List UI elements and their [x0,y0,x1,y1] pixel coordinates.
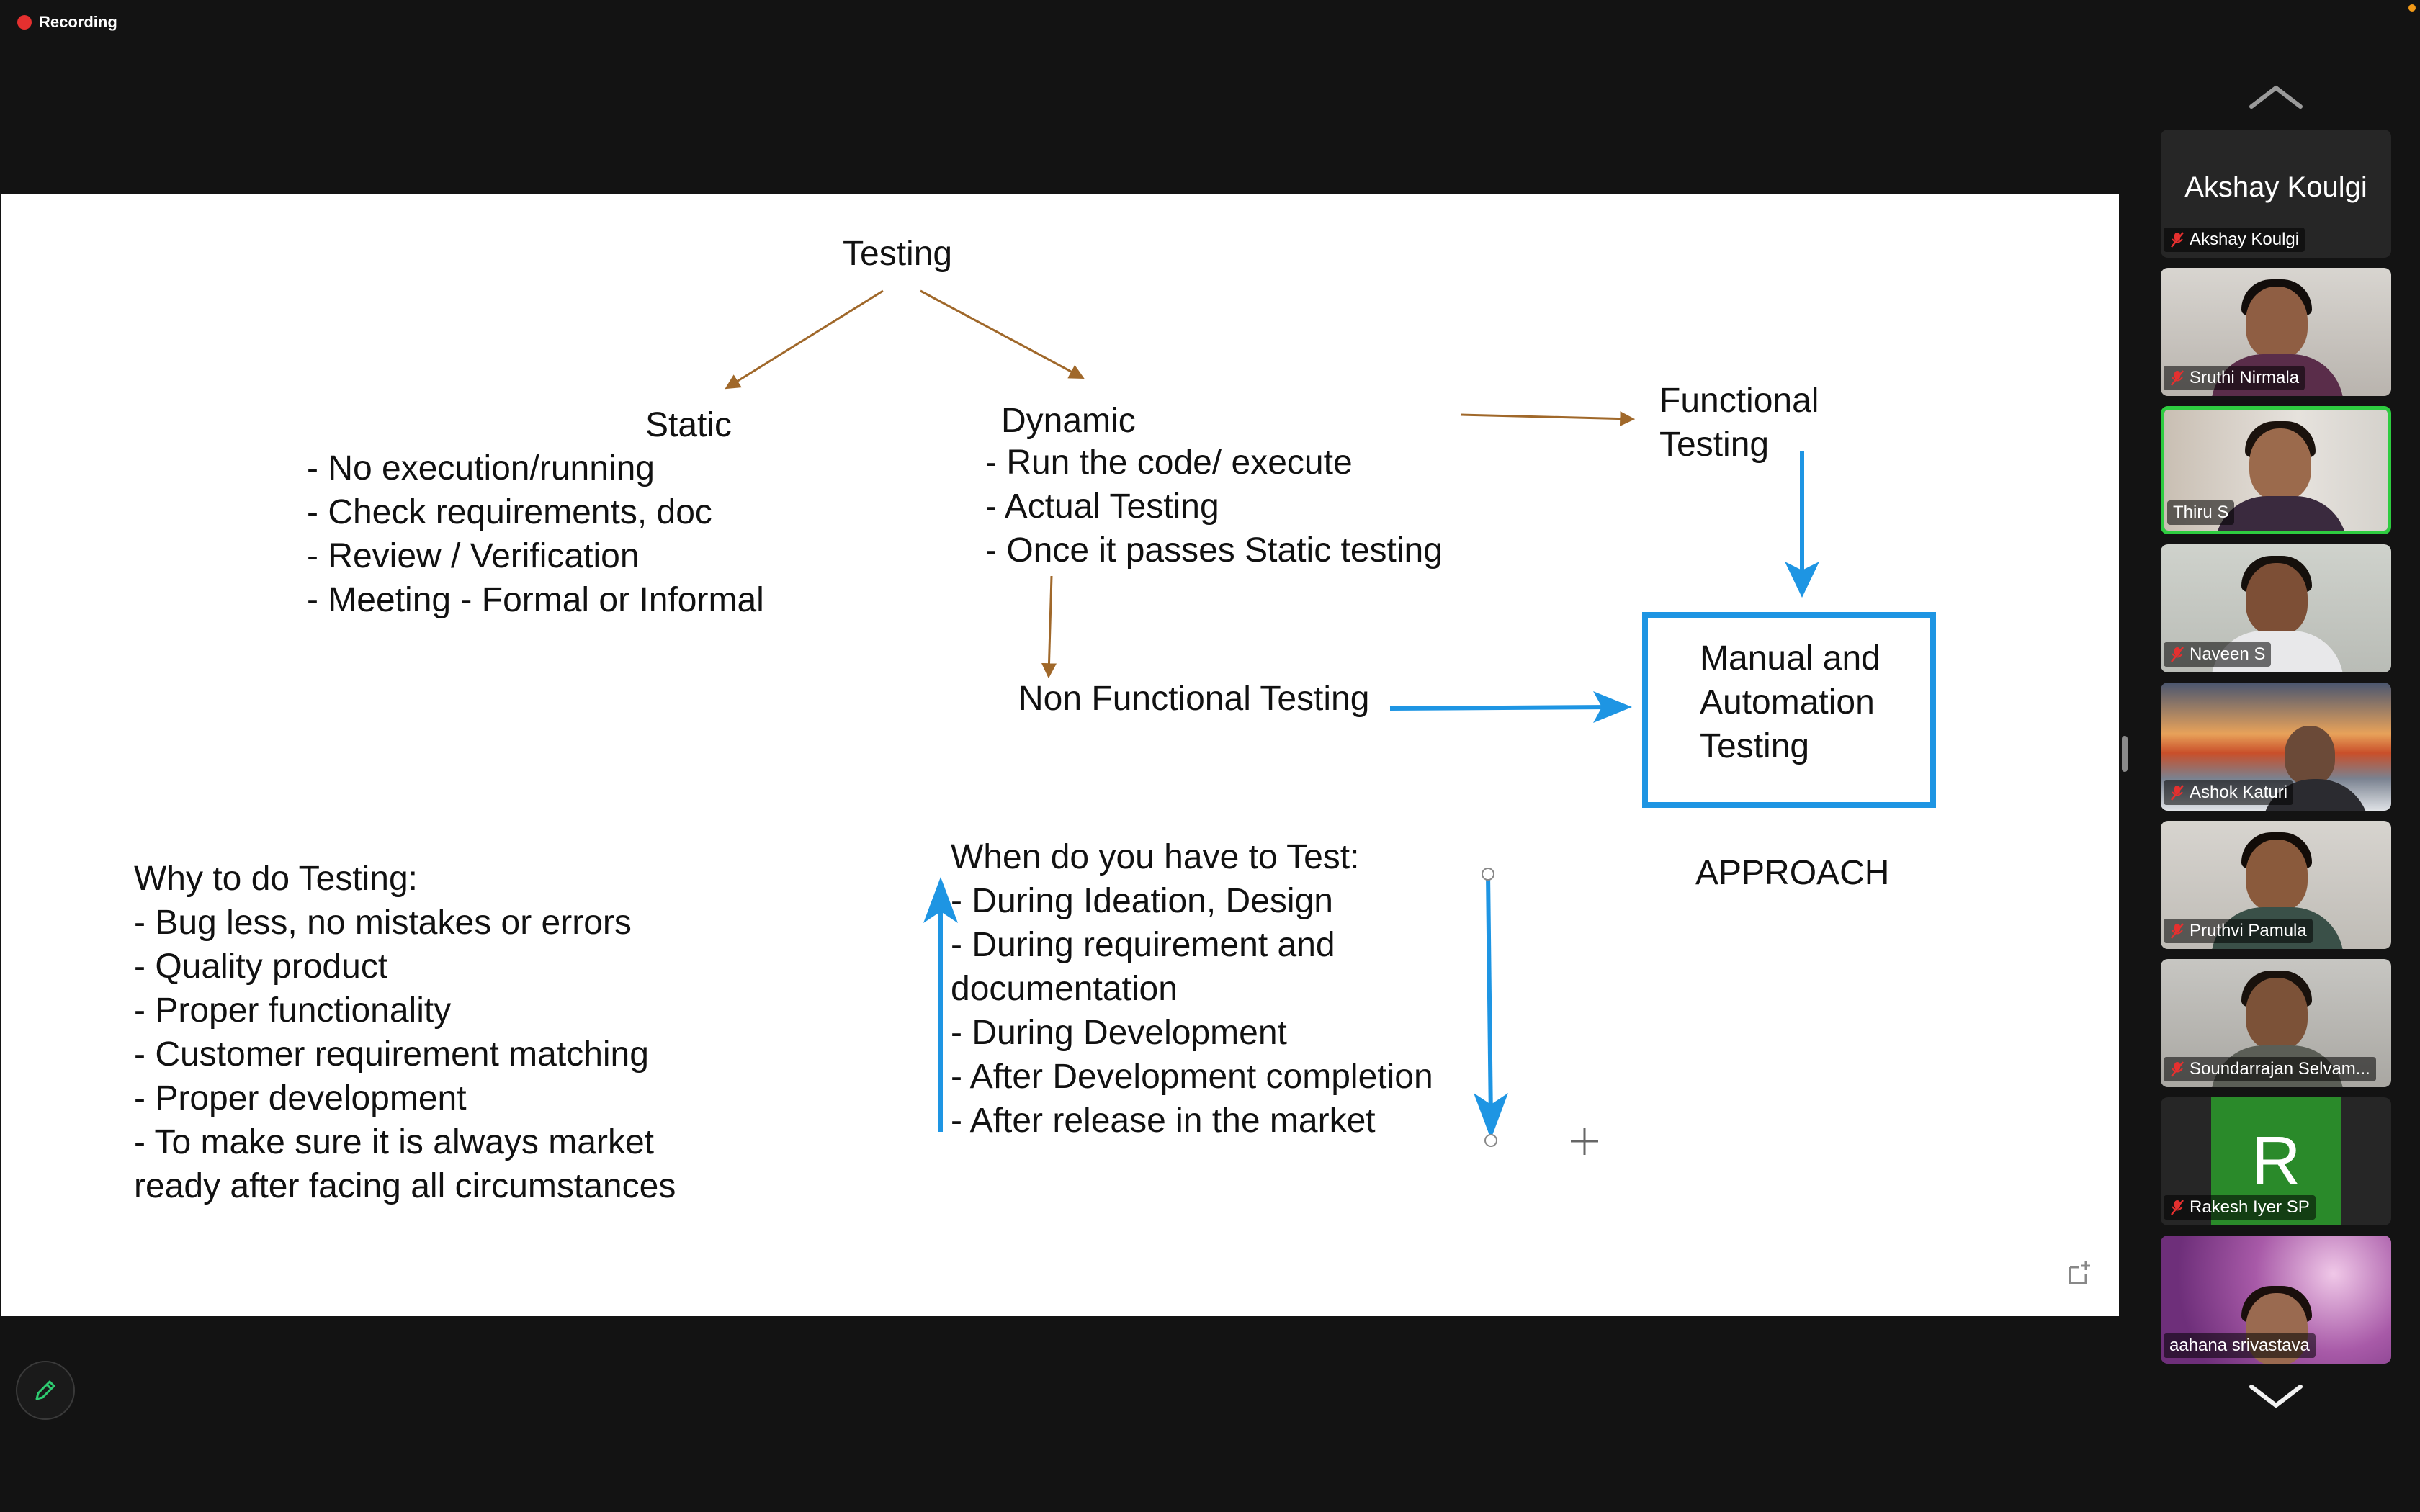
selection-handle-bottom [1484,1134,1497,1147]
static-heading: Static [645,406,732,444]
participant-tile-rakesh[interactable]: R Rakesh Iyer SP [2161,1097,2391,1225]
approach-label: APPROACH [1695,854,1890,892]
participant-name: Ashok Katuri [2190,783,2288,802]
selection-handle-top [1482,868,1494,881]
arrow-nonfunctional-to-approach [1389,705,1611,711]
participant-tile-thiru[interactable]: Thiru S [2161,406,2391,534]
arrow-when-down [1486,873,1493,1121]
why-testing-list: Why to do Testing: - Bug less, no mistak… [134,857,676,1208]
functional-testing-label: Functional Testing [1659,382,1819,464]
arrow-dynamic-to-functional [1460,411,1636,427]
list-item: - To make sure it is always market [134,1123,654,1161]
participants-panel: Akshay Koulgi Akshay Koulgi Sruthi Nirma… [2159,72,2393,1426]
testing-root-label: Testing [843,235,953,273]
muted-mic-icon [2171,1061,2184,1077]
participant-tile-sruthi[interactable]: Sruthi Nirmala [2161,268,2391,396]
list-item: - During Ideation, Design [951,882,1333,920]
list-item: - Review / Verification [307,537,640,575]
list-item: - Proper development [134,1079,467,1117]
list-heading: When do you have to Test: [951,838,1360,876]
list-item: - No execution/running [307,449,655,487]
chevron-down-icon[interactable] [2246,1381,2306,1413]
arrow-dynamic-to-nonfunctional [1041,575,1057,679]
arrow-testing-to-dynamic [920,289,1085,379]
participant-name: Pruthvi Pamula [2190,921,2307,940]
participant-display-name: Akshay Koulgi [2184,171,2367,203]
status-dot-icon [2408,4,2416,12]
muted-mic-icon [2171,923,2184,939]
arrow-functional-head [1785,562,1819,598]
participant-tile-akshay[interactable]: Akshay Koulgi Akshay Koulgi [2161,130,2391,258]
participant-tile-naveen[interactable]: Naveen S [2161,544,2391,672]
participant-name: Soundarrajan Selvam... [2190,1059,2370,1079]
list-item: - Bug less, no mistakes or errors [134,904,632,942]
participant-name: Rakesh Iyer SP [2190,1197,2310,1217]
participant-tile-ashok[interactable]: Ashok Katuri [2161,683,2391,811]
diagram-arrows [725,289,1819,1155]
shared-screen-slide: Testing Static - No execution/running - … [1,194,2119,1316]
list-item: - Run the code/ execute [985,444,1353,482]
muted-mic-icon [2171,370,2184,386]
participant-name: aahana srivastava [2169,1336,2310,1355]
static-list: - No execution/running - Check requireme… [307,446,764,622]
participant-tile-pruthvi[interactable]: Pruthvi Pamula [2161,821,2391,949]
dynamic-list: - Run the code/ execute - Actual Testing… [985,441,1443,572]
participant-name: Naveen S [2190,644,2266,664]
list-item: documentation [951,970,1178,1008]
arrow-when-down-head [1474,1093,1508,1139]
when-to-test-list: When do you have to Test: - During Ideat… [951,835,1433,1143]
list-item: - Once it passes Static testing [985,531,1443,570]
muted-mic-icon [2171,232,2184,248]
list-item: - During Development [951,1014,1287,1052]
dynamic-heading: Dynamic [1001,402,1136,440]
participant-tile-aahana[interactable]: aahana srivastava [2161,1236,2391,1364]
muted-mic-icon [2171,647,2184,662]
list-item: - Proper functionality [134,991,452,1030]
approach-box [1642,612,1936,808]
list-item: - Actual Testing [985,487,1219,526]
recording-indicator: Recording [17,13,117,32]
approach-box-text: Manual and Automation Testing [1700,639,1881,765]
pencil-icon [35,1380,55,1400]
recording-label: Recording [39,13,117,31]
list-item: - Meeting - Formal or Informal [307,581,764,619]
record-dot-icon [17,15,32,30]
list-heading: Why to do Testing: [134,860,418,898]
arrow-when-up-head [923,877,958,923]
list-item: - During requirement and [951,926,1335,964]
resize-handle[interactable] [2122,736,2128,772]
annotate-button[interactable] [16,1361,75,1420]
list-item: - Customer requirement matching [134,1035,649,1074]
list-item: ready after facing all circumstances [134,1167,676,1205]
participant-tile-soundarrajan[interactable]: Soundarrajan Selvam... [2161,959,2391,1087]
list-item: - Check requirements, doc [307,493,712,531]
arrow-testing-to-static [725,289,884,390]
muted-mic-icon [2171,1200,2184,1215]
participant-name: Sruthi Nirmala [2190,368,2300,387]
pop-out-icon[interactable] [2066,1259,2094,1287]
participant-name: Thiru S [2173,503,2229,522]
muted-mic-icon [2171,785,2184,801]
crosshair-cursor-icon [1571,1128,1598,1155]
arrow-nonfunctional-head [1593,691,1632,723]
list-item: - After Development completion [951,1058,1433,1096]
list-item: - After release in the market [951,1102,1376,1140]
participant-name: Akshay Koulgi [2190,230,2300,249]
list-item: - Quality product [134,948,388,986]
non-functional-testing-label: Non Functional Testing [1018,680,1370,718]
chevron-up-icon[interactable] [2246,81,2306,112]
